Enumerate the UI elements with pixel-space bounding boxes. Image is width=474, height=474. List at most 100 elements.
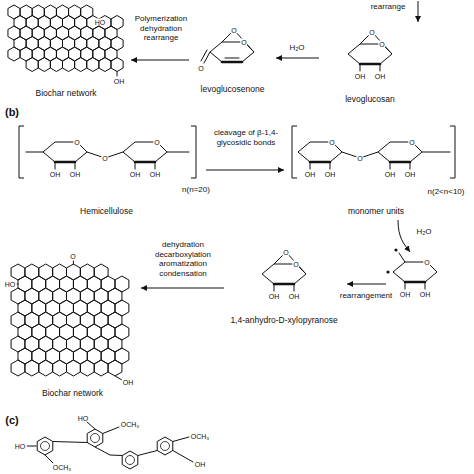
atom-label: OH [384, 171, 397, 178]
hydroxyl-bond [405, 282, 406, 289]
atom-label: O [368, 29, 375, 36]
aromatic-ring [25, 360, 39, 376]
benzene-ring [122, 451, 138, 469]
aromatic-ring [11, 360, 25, 376]
atom-label: OH [374, 73, 387, 80]
atom-label: O [197, 65, 204, 72]
aromatic-ring [87, 58, 99, 72]
ring-front-bond [55, 161, 75, 164]
atom-label: OCH₃ [120, 421, 140, 428]
benzene-ring [37, 437, 53, 455]
bond-line [173, 437, 189, 442]
aromatic-ring [62, 58, 74, 72]
bond-line [45, 455, 53, 463]
double-bond [225, 58, 239, 59]
atom-label: OH [354, 73, 367, 80]
aromatic-circle [126, 456, 135, 465]
reaction-arrow [131, 60, 189, 61]
atom-label: O [423, 259, 430, 266]
atom-label: O [240, 39, 247, 46]
bond-line [167, 152, 189, 153]
hydroxyl-bond [380, 64, 381, 71]
hydroxyl-bond [390, 162, 391, 169]
radical-dot [386, 270, 389, 273]
hydroxyl-bond [425, 282, 426, 289]
compound-name: 1,4-anhydro-D-xylopyranose [230, 316, 337, 325]
atom-label: OH [404, 171, 417, 178]
atom-label: OH [288, 293, 301, 300]
atom-label: OH [113, 78, 126, 85]
aromatic-ring [26, 58, 38, 72]
compound-name: levoglucosan [345, 95, 395, 104]
exocyclic-bond [399, 253, 405, 262]
process-arrow [418, 1, 419, 22]
aromatic-ring [111, 58, 123, 72]
reaction-condition: dehydration decarboxylation aromatizatio… [144, 240, 222, 278]
atom-label: HO [77, 415, 90, 422]
aromatic-ring [38, 58, 50, 72]
atom-label: O [356, 155, 363, 162]
bond-line [26, 152, 43, 153]
atom-label: OH [304, 171, 317, 178]
ring-front-bond [360, 63, 380, 66]
bond-line [103, 427, 119, 434]
compound-name: monomer units [348, 207, 404, 216]
hydroxyl-bond [274, 284, 275, 291]
atom-label: O [408, 139, 415, 146]
atom-label: O [378, 41, 385, 48]
polymer-bracket [450, 126, 455, 178]
aromatic-ring [108, 360, 122, 376]
aromatic-ring [80, 360, 94, 376]
benzene-ring [157, 437, 173, 455]
reaction-arrow [206, 170, 284, 171]
atom-label: HO [4, 281, 17, 288]
atom-label: OH [49, 171, 62, 178]
atom-label: OCH₃ [52, 464, 72, 471]
bond-line [117, 72, 118, 77]
benzene-ring [87, 429, 103, 447]
bridge-bond [274, 252, 306, 274]
bond-path [95, 447, 122, 456]
bond-line [53, 442, 87, 443]
bond-line [73, 261, 74, 264]
aromatic-ring [39, 360, 53, 376]
atom-label: OH [69, 171, 82, 178]
radical-dot [394, 248, 397, 251]
hydroxyl-bond [360, 64, 361, 71]
atom-label: OH [122, 379, 135, 386]
reaction-condition: Polymerization dehydration rearrange [134, 14, 188, 43]
compound-name: Hemicellulose [80, 207, 133, 216]
annotation-label: n(2<n<10) [427, 188, 466, 196]
atom-label: O [282, 249, 289, 256]
hydroxyl-bond [155, 162, 156, 169]
bond-line [26, 446, 36, 447]
reaction-condition: H₂O [278, 43, 316, 53]
atom-label: OCH₃ [190, 433, 210, 440]
atom-label: HO [94, 19, 107, 26]
atom-label: OH [194, 461, 207, 468]
hydroxyl-bond [135, 162, 136, 169]
atom-label: O [73, 139, 80, 146]
structure-node: monomer units [285, 118, 467, 218]
process-arrow [347, 284, 386, 285]
compound-name: levoglucosenone [201, 85, 265, 94]
hydroxyl-bond [330, 162, 331, 169]
panel-letter: (b) [5, 107, 19, 118]
atom-label: O [328, 139, 335, 146]
hydroxyl-bond [75, 162, 76, 169]
aromatic-ring [94, 360, 108, 376]
atom-label: HO [14, 443, 27, 450]
aromatic-ring [99, 58, 111, 72]
compound-name: Biochar network [42, 389, 103, 398]
reaction-arrow [141, 288, 224, 289]
reaction-arrow [276, 58, 319, 59]
ring-front-bond [135, 161, 155, 164]
bond-line [422, 152, 450, 153]
annotation-label: rearrange [370, 3, 407, 11]
atom-label: O [292, 261, 299, 268]
structure-node: Biochar network [5, 255, 140, 400]
hydroxyl-bond [410, 162, 411, 169]
